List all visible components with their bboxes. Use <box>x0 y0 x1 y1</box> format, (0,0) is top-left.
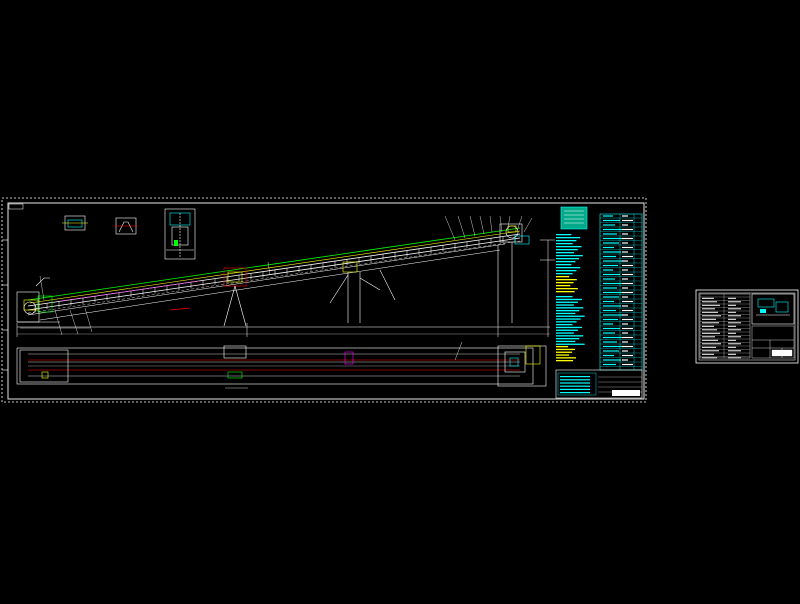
secondary-parts-table <box>699 293 751 359</box>
dimension-lines <box>16 239 555 337</box>
section-view-b <box>114 217 138 235</box>
sheet-tag-box <box>8 203 24 210</box>
secondary-detail-view <box>751 293 795 325</box>
secondary-drawing-sheet[interactable] <box>695 289 799 364</box>
legend-symbol-box <box>560 206 588 230</box>
sheet-inner-frame <box>7 202 645 400</box>
section-view-a <box>62 215 88 231</box>
frame-ticks-left <box>2 239 8 371</box>
section-view-c <box>164 208 196 260</box>
head-section <box>499 223 530 245</box>
support-trestle-1 <box>329 261 396 323</box>
secondary-title-block <box>751 325 795 359</box>
title-block-parts-list <box>555 213 643 399</box>
mid-drive-unit <box>169 267 247 327</box>
conveyor-elevation <box>27 227 521 321</box>
callout-leaders <box>39 215 533 336</box>
conveyor-idlers <box>34 235 516 311</box>
sheet-outer-border <box>1 197 647 403</box>
main-drawing-sheet[interactable] <box>1 197 647 403</box>
conveyor-plan-view <box>16 341 547 389</box>
support-trestle-2 <box>497 242 513 323</box>
notes-block <box>556 234 585 362</box>
tail-section <box>16 277 90 329</box>
secondary-sheet-border <box>695 289 799 364</box>
